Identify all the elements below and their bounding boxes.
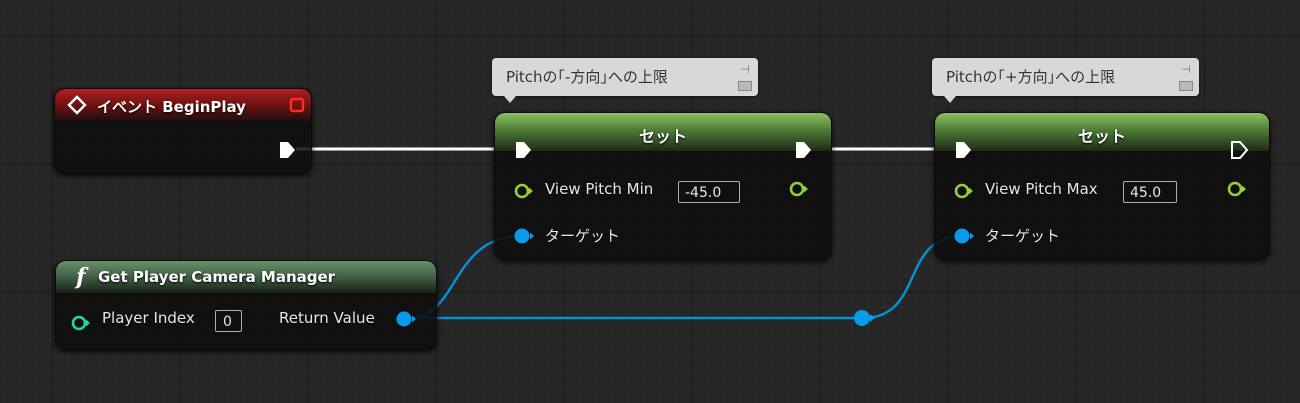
comment-tail: [944, 96, 956, 103]
comment-bubble-pitch-min[interactable]: Pitchの｢-方向｣への上限 ⊣: [492, 58, 758, 103]
player-index-label: Player Index: [102, 309, 195, 327]
set-view-pitch-min-node[interactable]: セット View Pitch Min -45.0 ターゲット: [494, 112, 832, 260]
comment-text: Pitchの｢-方向｣への上限: [506, 68, 668, 86]
comment-expand-icon[interactable]: [738, 81, 752, 91]
float-out-pin[interactable]: [1227, 180, 1249, 198]
float-in-pin[interactable]: [954, 182, 976, 200]
node-header: イベント BeginPlay: [55, 89, 311, 121]
event-diamond-icon: [67, 95, 87, 115]
delegate-pin-icon[interactable]: [289, 97, 305, 113]
pitch-min-value-field[interactable]: -45.0: [678, 181, 740, 203]
exec-out-pin[interactable]: [793, 140, 813, 160]
node-title: イベント BeginPlay: [97, 98, 246, 116]
exec-out-pin[interactable]: [277, 140, 297, 160]
comment-text: Pitchの｢+方向｣への上限: [946, 68, 1116, 86]
exec-in-pin[interactable]: [513, 140, 533, 160]
target-in-pin[interactable]: [953, 227, 977, 245]
node-title: セット: [638, 127, 687, 146]
node-header: f Get Player Camera Manager: [56, 261, 436, 293]
return-value-out-pin[interactable]: [395, 310, 419, 328]
reroute-node[interactable]: [854, 310, 875, 326]
comment-expand-icon[interactable]: [1179, 81, 1193, 91]
pin-comment-icon[interactable]: ⊣: [1181, 63, 1191, 76]
float-in-pin[interactable]: [514, 182, 536, 200]
float-out-pin[interactable]: [789, 180, 811, 198]
exec-out-pin-unconnected[interactable]: [1229, 140, 1249, 160]
return-value-label: Return Value: [279, 309, 375, 327]
exec-in-pin[interactable]: [953, 140, 973, 160]
set-view-pitch-max-node[interactable]: セット View Pitch Max 45.0 ターゲット: [934, 112, 1270, 260]
target-in-pin[interactable]: [513, 227, 537, 245]
variable-label: View Pitch Min: [545, 180, 654, 198]
player-index-value-field[interactable]: 0: [215, 310, 242, 332]
pitch-max-value-field[interactable]: 45.0: [1123, 181, 1177, 203]
target-label: ターゲット: [545, 227, 621, 245]
comment-bubble-pitch-max[interactable]: Pitchの｢+方向｣への上限 ⊣: [932, 58, 1199, 103]
node-title: Get Player Camera Manager: [98, 268, 336, 286]
event-beginplay-node[interactable]: イベント BeginPlay: [54, 88, 312, 174]
node-title: セット: [1077, 127, 1126, 146]
pin-comment-icon[interactable]: ⊣: [740, 63, 750, 76]
comment-tail: [504, 96, 516, 103]
node-header: セット: [495, 113, 831, 151]
function-icon: f: [76, 264, 86, 290]
node-header: セット: [935, 113, 1269, 151]
get-player-camera-manager-node[interactable]: f Get Player Camera Manager Player Index…: [55, 260, 437, 350]
int-in-pin[interactable]: [71, 314, 93, 332]
target-label: ターゲット: [985, 227, 1061, 245]
variable-label: View Pitch Max: [985, 180, 1098, 198]
